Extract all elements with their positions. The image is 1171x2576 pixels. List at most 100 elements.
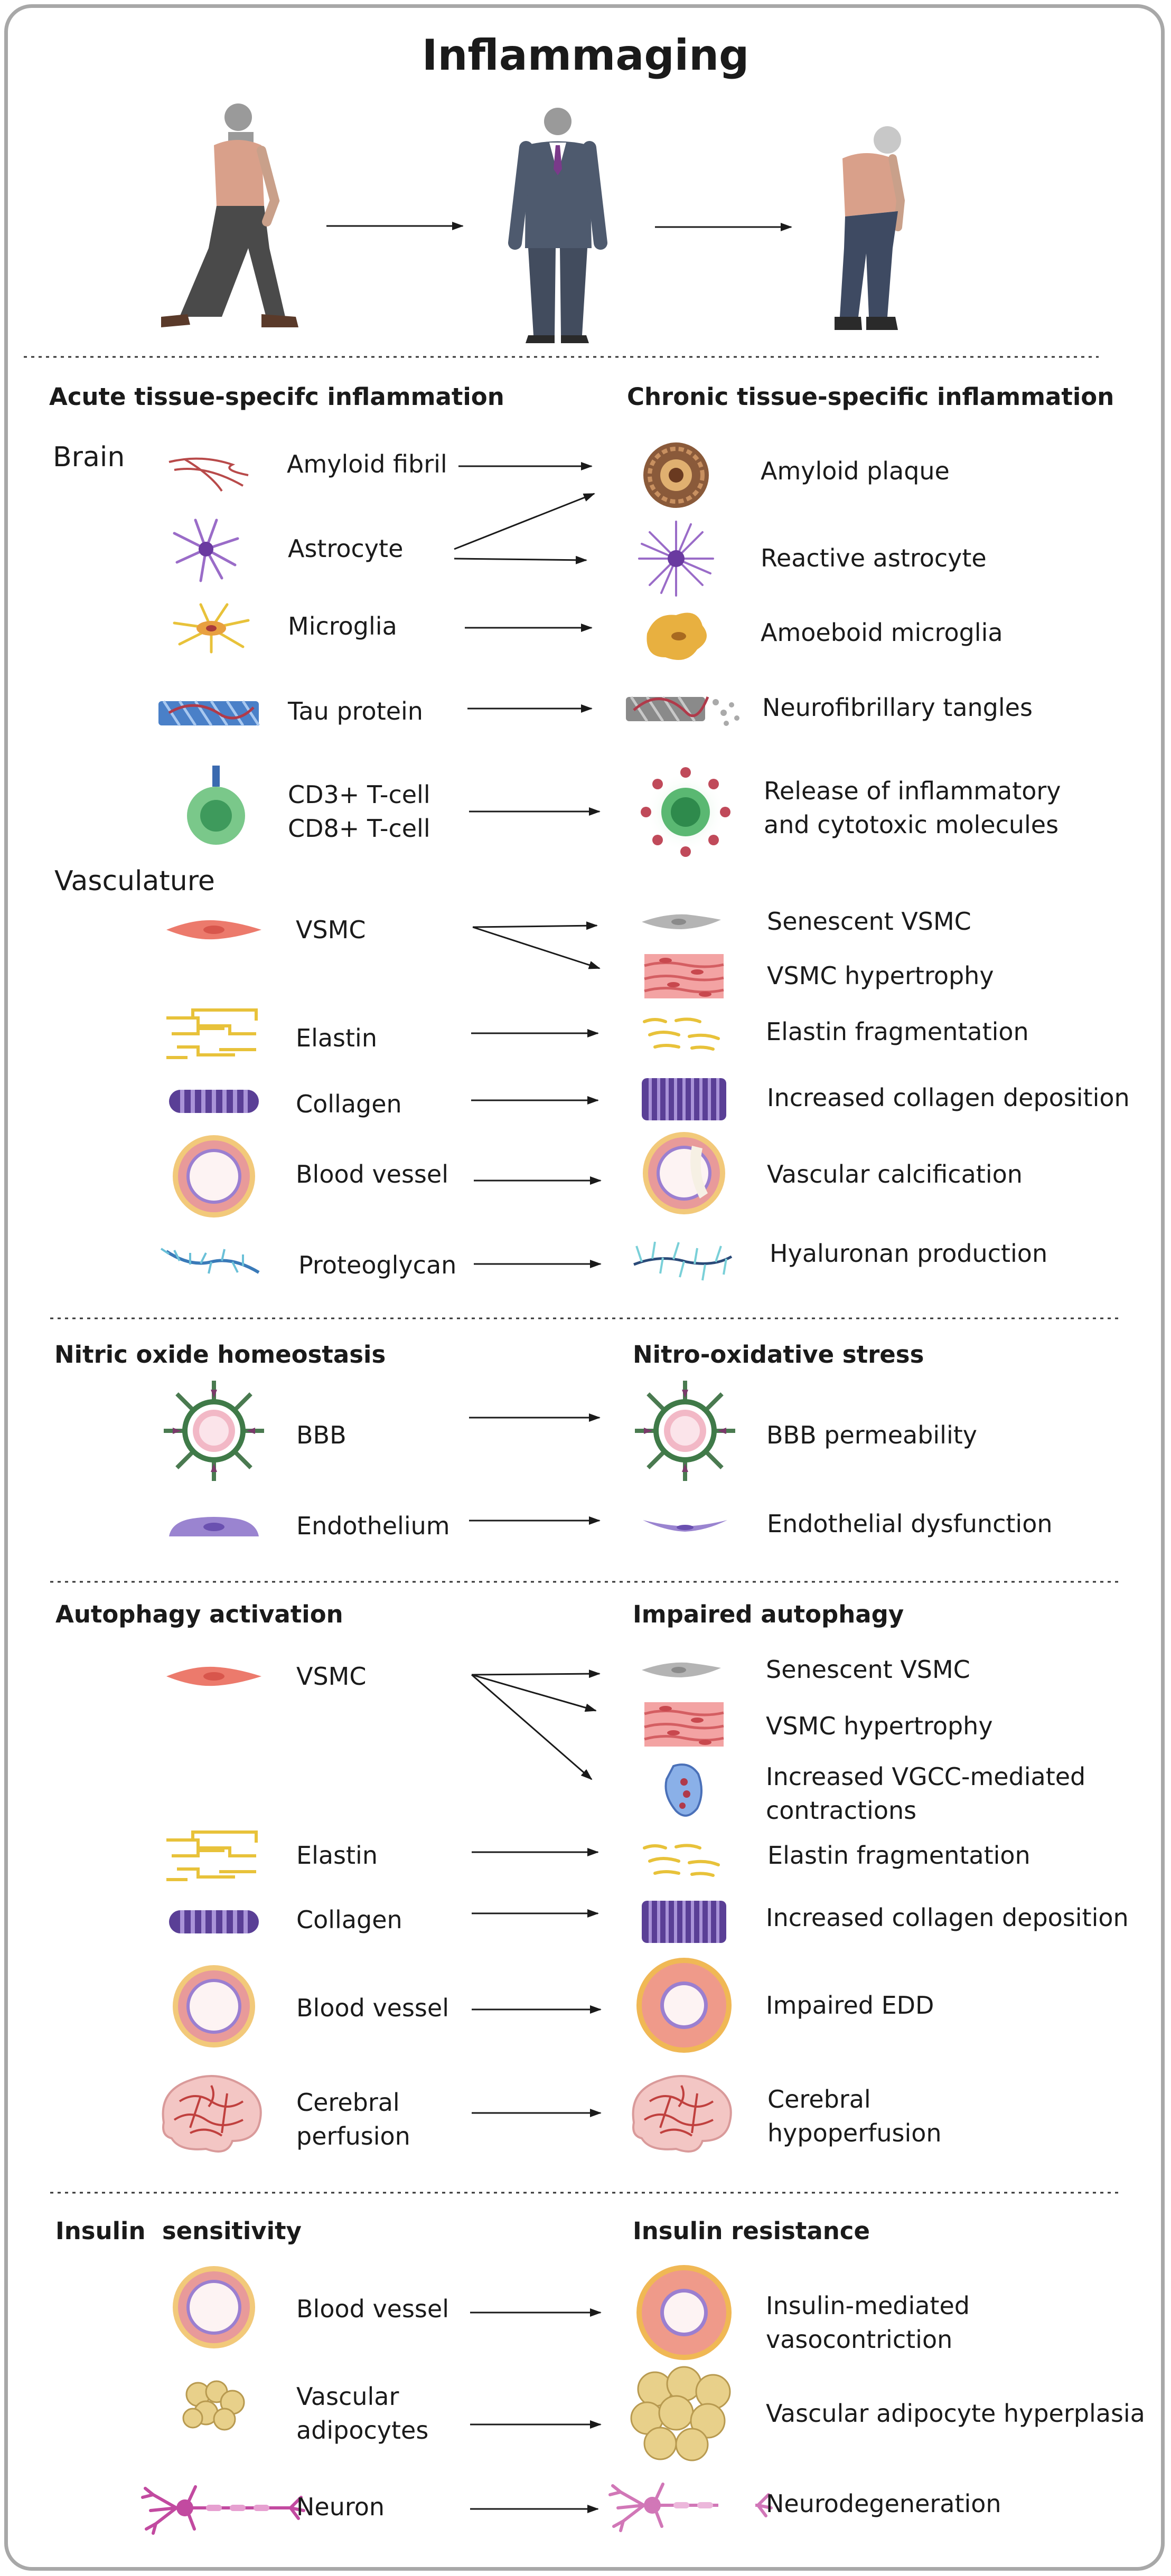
endothelium-icon	[169, 1517, 259, 1536]
collagen-icon-2	[169, 1910, 259, 1933]
vsmc-hypertrophy-icon	[644, 954, 724, 998]
microglia-icon	[173, 603, 250, 654]
chronic-inflammation-header: Chronic tissue-specific inflammation	[627, 383, 1114, 411]
autophagy-activation-header: Autophagy activation	[55, 1600, 343, 1628]
right-item: Release of inflammatory and cytotoxic mo…	[764, 777, 1061, 839]
left-item: Astrocyte	[288, 534, 404, 563]
neuron-icon	[143, 2487, 304, 2533]
left-item: Vascular adipocytes	[296, 2382, 429, 2445]
vsmc-icon-2	[166, 1666, 261, 1686]
left-item: Neuron	[296, 2493, 385, 2521]
vsmc-hypertrophy-icon-2	[644, 1702, 724, 1747]
right-item: Increased collagen deposition	[767, 1083, 1130, 1112]
left-item: Blood vessel	[296, 1994, 449, 2022]
amoeboid-microglia-icon	[647, 612, 707, 660]
elastin-icon	[166, 1010, 256, 1058]
right-item: Endothelial dysfunction	[767, 1509, 1053, 1538]
tau-protein-icon	[158, 700, 260, 726]
collagen-icon	[169, 1090, 259, 1113]
right-item: Neurodegeneration	[766, 2489, 1001, 2518]
right-item: Amoeboid microglia	[761, 618, 1003, 647]
left-item: Endothelium	[296, 1512, 450, 1540]
insulin-resistance-header: Insulin resistance	[633, 2217, 870, 2245]
elastin-icon-2	[166, 1832, 256, 1880]
vgcc-cell-icon	[664, 1763, 703, 1817]
collagen-deposition-icon-2	[642, 1901, 726, 1943]
vascular-adipocytes-icon	[182, 2380, 245, 2431]
left-item: Amyloid fibril	[287, 450, 447, 478]
cytotoxic-release-icon	[641, 767, 730, 857]
right-item: Senescent VSMC	[767, 907, 971, 936]
figure-frame	[4, 4, 1165, 2571]
senescent-vsmc-icon-2	[642, 1662, 721, 1677]
vascular-calcification-icon	[643, 1132, 725, 1214]
proteoglycan-icon	[160, 1248, 260, 1274]
collagen-deposition-icon	[642, 1078, 726, 1120]
left-item: Proteoglycan	[298, 1251, 457, 1279]
amyloid-fibril-icon	[168, 457, 249, 492]
vasculature-label: Vasculature	[54, 865, 215, 897]
left-item: Collagen	[296, 1905, 402, 1934]
vsmc-icon	[166, 920, 261, 940]
left-item: Tau protein	[288, 697, 423, 725]
brain-label: Brain	[53, 441, 125, 473]
elastin-fragmentation-icon-2	[644, 1845, 718, 1875]
middle-aged-man-figure	[508, 108, 607, 343]
young-walking-man-figure	[161, 103, 298, 327]
left-item: Microglia	[288, 612, 397, 640]
left-item: VSMC	[296, 1662, 367, 1691]
adipocyte-hyperplasia-icon	[630, 2366, 731, 2461]
hyaluronan-icon	[633, 1241, 733, 1281]
cerebral-perfusion-icon	[162, 2075, 262, 2153]
right-item: Neurofibrillary tangles	[762, 693, 1033, 722]
impaired-edd-vessel-icon	[636, 1958, 732, 2053]
right-item: Elastin fragmentation	[767, 1841, 1031, 1870]
left-item: CD3+ T-cell CD8+ T-cell	[288, 780, 430, 843]
bbb-permeability-icon	[635, 1381, 735, 1481]
insulin-sensitivity-header: Insulin sensitivity	[55, 2217, 302, 2245]
right-item: Reactive astrocyte	[761, 544, 987, 572]
right-item: Increased VGCC-mediated contractions	[766, 1762, 1086, 1825]
left-item: VSMC	[296, 916, 366, 944]
right-item: Amyloid plaque	[761, 457, 950, 485]
bbb-icon	[164, 1381, 264, 1481]
blood-vessel-icon	[173, 1135, 255, 1218]
senescent-vsmc-icon	[642, 914, 721, 929]
t-cell-icon	[187, 766, 245, 845]
nitro-oxidative-header: Nitro-oxidative stress	[633, 1341, 924, 1369]
right-item: Impaired EDD	[766, 1991, 934, 2020]
right-item: Insulin-mediated vasocontriction	[766, 2291, 970, 2354]
left-item: Blood vessel	[296, 2295, 449, 2323]
page-title: Inflammaging	[421, 31, 750, 80]
right-item: Elastin fragmentation	[766, 1017, 1029, 1046]
acute-inflammation-header: Acute tissue-specifc inflammation	[49, 383, 504, 411]
amyloid-plaque-icon	[643, 442, 709, 508]
endothelial-dysfunction-icon	[643, 1520, 727, 1532]
blood-vessel-icon-3	[173, 2266, 255, 2348]
reactive-astrocyte-icon	[638, 521, 714, 597]
elastin-fragmentation-icon	[644, 1019, 718, 1049]
left-item: BBB	[296, 1421, 346, 1449]
cerebral-hypoperfusion-icon	[632, 2075, 732, 2153]
right-item: Increased collagen deposition	[766, 1903, 1129, 1932]
nitric-oxide-header: Nitric oxide homeostasis	[54, 1341, 386, 1369]
blood-vessel-icon-2	[173, 1965, 255, 2047]
right-item: Hyaluronan production	[770, 1239, 1048, 1268]
left-item: Elastin	[296, 1024, 377, 1052]
arrows	[454, 462, 602, 2513]
neurodegeneration-icon	[610, 2484, 771, 2531]
right-item: Vascular adipocyte hyperplasia	[766, 2399, 1145, 2428]
astrocyte-icon	[173, 518, 239, 582]
right-item: Cerebral hypoperfusion	[767, 2085, 942, 2147]
elderly-man-figure	[835, 126, 905, 330]
right-item: Senescent VSMC	[766, 1655, 970, 1684]
right-item: Vascular calcification	[767, 1160, 1023, 1188]
right-item: VSMC hypertrophy	[767, 961, 994, 990]
left-item: Collagen	[296, 1090, 402, 1118]
left-item: Cerebral perfusion	[296, 2088, 410, 2150]
impaired-autophagy-header: Impaired autophagy	[633, 1600, 904, 1628]
neurofibrillary-tangles-icon	[626, 696, 739, 726]
section-dividers	[24, 356, 1122, 2194]
left-item: Blood vessel	[296, 1160, 448, 1188]
